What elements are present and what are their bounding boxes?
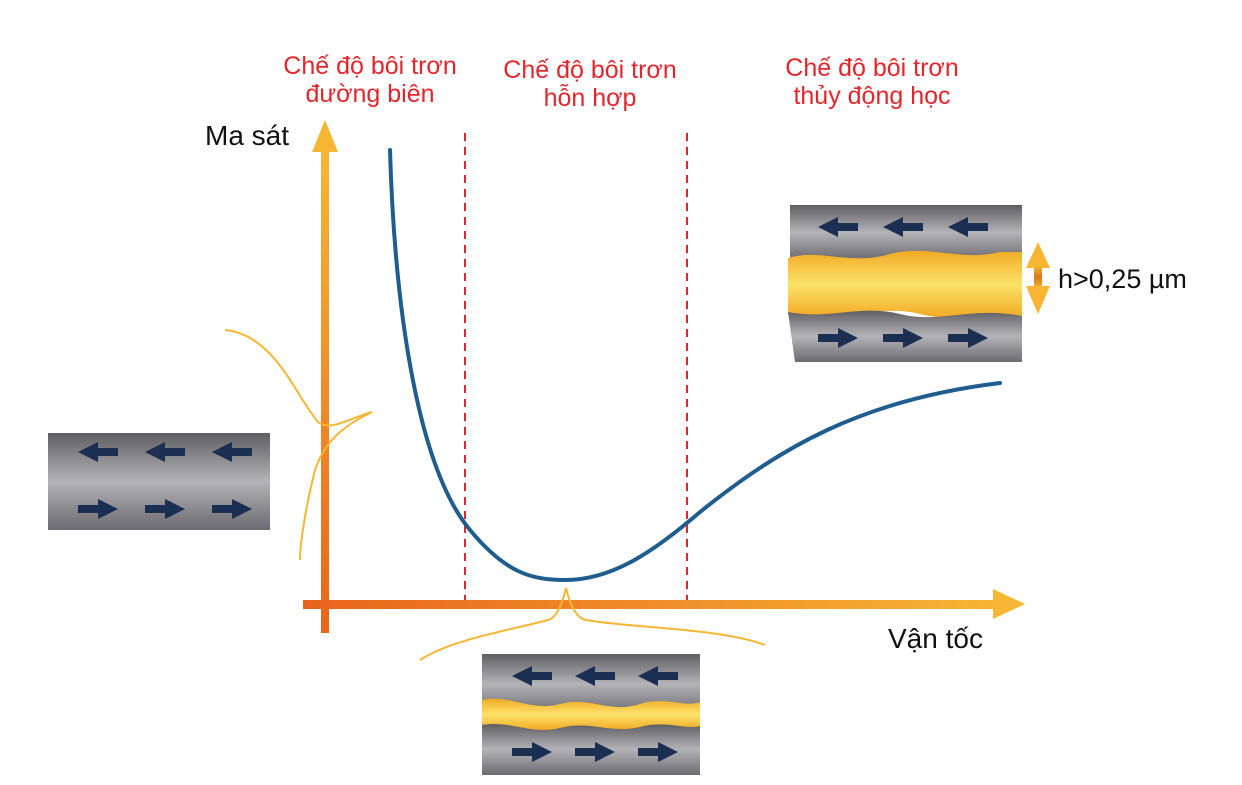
film-thickness-label: h>0,25 µm [1058,264,1187,294]
friction-curve [388,148,1002,583]
x-axis-label: Vận tốc [888,623,983,654]
regime-label-hydrodynamic: Chế độ bôi trơn thủy động học [752,54,992,110]
regime-boundary-line2: đường biên [305,80,435,108]
leader-mixed [419,587,766,661]
regime-mixed-line2: hỗn hợp [543,84,637,112]
mixed-contact-illustration [482,654,700,775]
regime-hydrodynamic-line1: Chế độ bôi trơn [785,54,959,82]
boundary-contact-illustration [48,433,270,530]
regime-label-mixed: Chế độ bôi trơn hỗn hợp [480,56,700,112]
regime-boundary-line1: Chế độ bôi trơn [283,52,457,80]
y-axis-label: Ma sát [205,120,290,151]
regime-label-boundary: Chế độ bôi trơn đường biên [260,52,480,108]
regime-hydrodynamic-line2: thủy động học [793,82,951,110]
film-thickness-arrow-icon [1026,242,1050,314]
x-axis [303,589,1025,619]
y-axis [312,120,338,633]
regime-mixed-line1: Chế độ bôi trơn [503,56,677,84]
leader-boundary [224,329,373,561]
hydrodynamic-film-illustration [788,205,1022,362]
